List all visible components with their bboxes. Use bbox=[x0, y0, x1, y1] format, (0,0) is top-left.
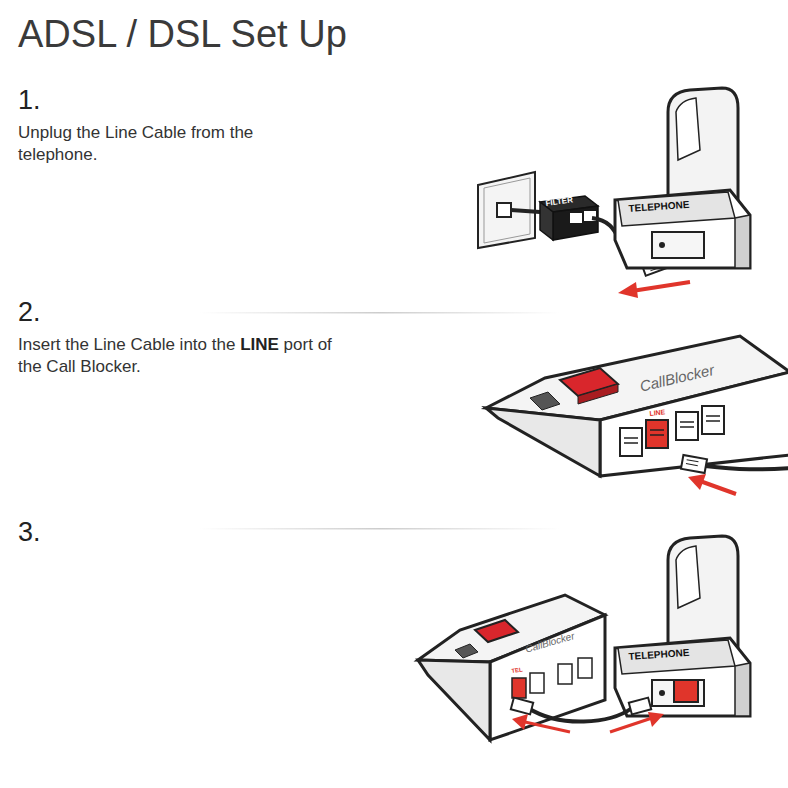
step-number: 3. bbox=[18, 516, 41, 548]
step-number: 1. bbox=[18, 84, 41, 116]
page-title: ADSL / DSL Set Up bbox=[18, 12, 347, 58]
port-name: LINE bbox=[240, 335, 279, 354]
step-text: Insert the Line Cable into theLINEport o… bbox=[18, 334, 348, 378]
step-text: Insert the Line Cable into the bbox=[18, 335, 235, 354]
port-label: LINE bbox=[649, 408, 666, 418]
step-text: Unplug the Line Cable from the telephone… bbox=[18, 122, 318, 166]
step-number: 2. bbox=[18, 296, 41, 328]
